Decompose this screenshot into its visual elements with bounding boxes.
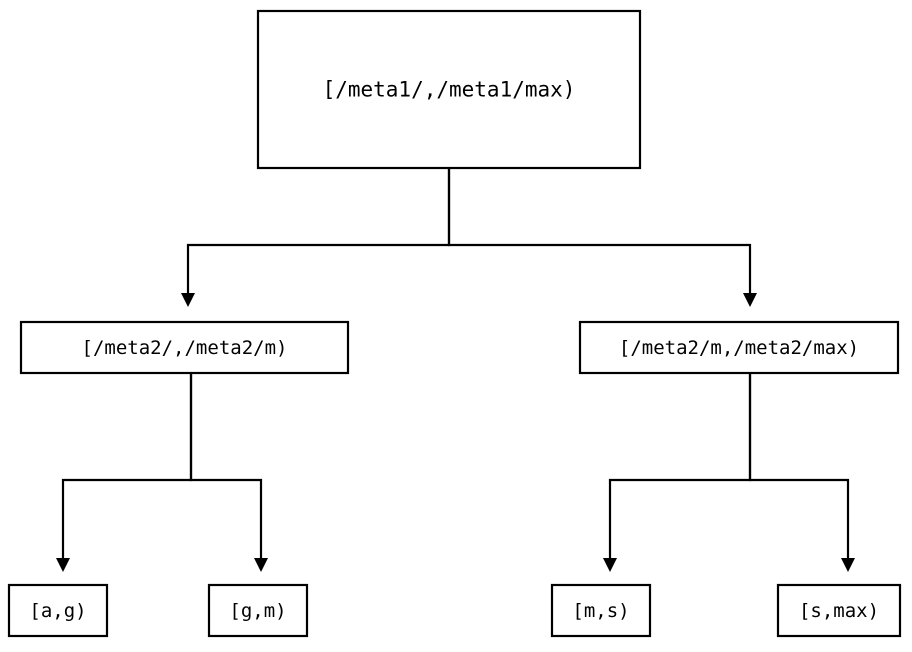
arrow-head-icon [56, 558, 70, 572]
node-box[interactable] [776, 583, 902, 638]
node-box[interactable] [578, 320, 900, 375]
nodes-layer: [/meta1/,/meta1/max) [/meta2/,/meta2/m) [/… [7, 9, 902, 638]
edge-mid-right-leaf-m-s [603, 373, 752, 572]
edge-mid-right-leaf-s-max [748, 373, 855, 572]
edge-path [189, 373, 263, 558]
node-label: [m,s) [572, 600, 629, 622]
node-box[interactable] [207, 583, 309, 638]
node-label: [/meta2/m,/meta2/max) [619, 337, 859, 359]
node-mid-left[interactable]: [/meta2/,/meta2/m) [19, 320, 350, 375]
arrow-head-icon [181, 293, 195, 307]
arrow-head-icon [743, 293, 757, 307]
edge-path [608, 373, 752, 558]
node-leaf-s-max[interactable]: [s,max) [776, 583, 902, 638]
node-label: [/meta2/,/meta2/m) [82, 337, 288, 359]
edge-path [748, 373, 850, 558]
edge-path [186, 168, 451, 295]
edge-mid-left-leaf-a-g [56, 373, 193, 572]
edge-path [447, 168, 752, 295]
node-box[interactable] [256, 9, 642, 170]
node-label: [g,m) [229, 600, 286, 622]
node-box[interactable] [19, 320, 350, 375]
node-box[interactable] [7, 583, 109, 638]
node-label: [s,max) [799, 600, 879, 622]
node-root[interactable]: [/meta1/,/meta1/max) [256, 9, 642, 170]
arrow-head-icon [603, 558, 617, 572]
node-box[interactable] [550, 583, 652, 638]
node-leaf-a-g[interactable]: [a,g) [7, 583, 109, 638]
node-leaf-g-m[interactable]: [g,m) [207, 583, 309, 638]
node-label: [/meta1/,/meta1/max) [323, 78, 576, 102]
edge-root-mid-right [447, 168, 757, 307]
edge-root-mid-left [181, 168, 451, 307]
node-mid-right[interactable]: [/meta2/m,/meta2/max) [578, 320, 900, 375]
arrow-head-icon [254, 558, 268, 572]
arrow-head-icon [841, 558, 855, 572]
edge-mid-left-leaf-g-m [189, 373, 268, 572]
node-leaf-m-s[interactable]: [m,s) [550, 583, 652, 638]
node-label: [a,g) [29, 600, 86, 622]
edge-path [61, 373, 193, 558]
edges-layer [56, 168, 855, 572]
